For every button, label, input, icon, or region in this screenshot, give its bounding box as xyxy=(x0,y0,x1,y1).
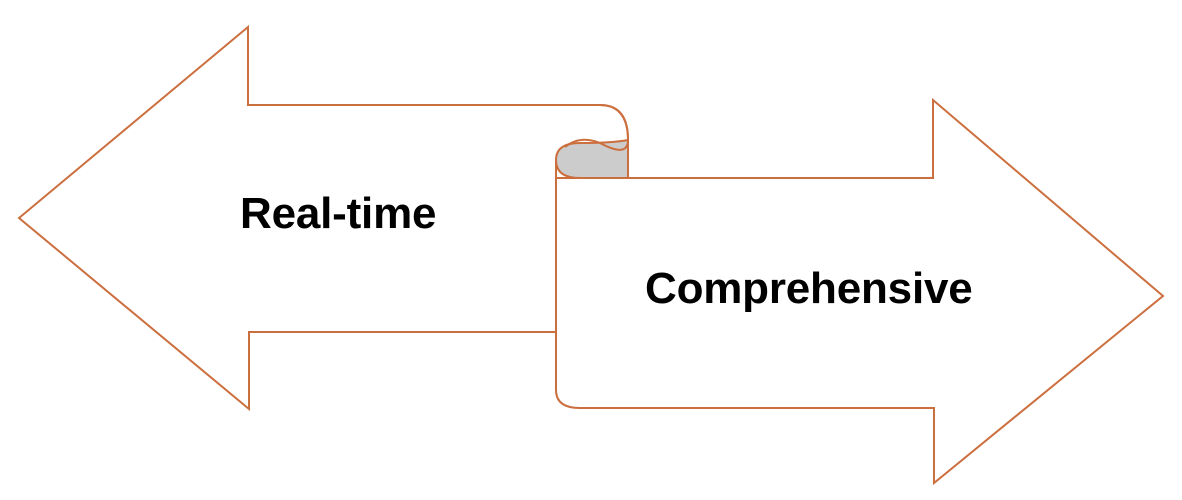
ribbon-fold-underside xyxy=(555,139,629,179)
ribbon-fold-crease xyxy=(564,104,630,151)
right-arrow-shape[interactable] xyxy=(555,97,1165,486)
right-arrow-label: Comprehensive xyxy=(645,264,973,313)
left-arrow-label: Real-time xyxy=(240,189,437,238)
